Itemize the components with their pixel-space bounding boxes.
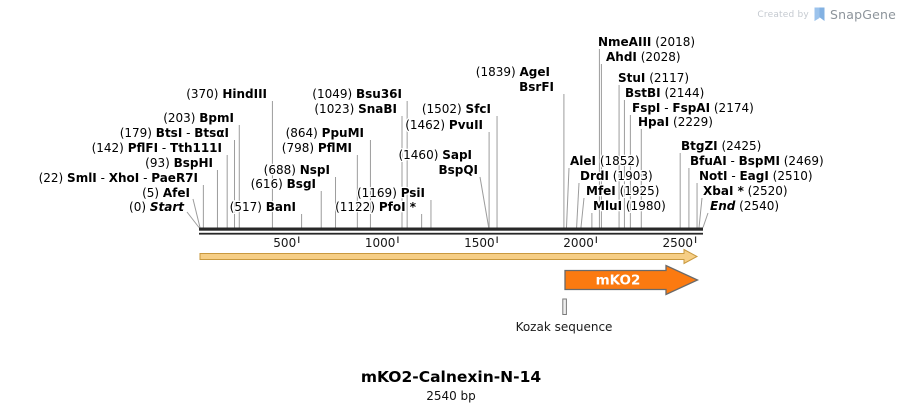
ruler-tick-label: 2000 [563,236,594,250]
backbone-arrow [199,248,699,265]
enzyme-site-label: AleI (1852) [570,154,640,168]
enzyme-site-label: (1169) PsiI [357,186,425,200]
site-connector-line [576,182,580,228]
enzyme-site-label: (688) NspI [264,163,330,177]
enzyme-site-label: (798) PflMI [282,141,352,155]
enzyme-site-label: NotI - EagI (2510) [699,169,813,183]
ruler-tick-label: 1000 [365,236,396,250]
site-connector-line [479,176,490,228]
site-connector-line [186,211,200,228]
kozak-sequence-label: Kozak sequence [515,320,613,334]
enzyme-site-label: (1122) PfoI * [335,200,417,214]
enzyme-site-label: (1460) SapI [398,148,472,162]
enzyme-site-label: MluI (1980) [593,199,666,213]
site-connector-line [192,198,201,228]
sequence-bar [199,227,703,231]
enzyme-site-label: (5) AfeI [142,186,190,200]
enzyme-site-label: (864) PpuMI [286,126,364,140]
enzyme-site-label: StuI (2117) [618,71,689,85]
enzyme-site-label: End (2540) [710,199,779,213]
enzyme-site-label: (370) HindIII [186,87,267,101]
site-connector-line [565,167,570,228]
enzyme-site-label: BsrFI [519,80,554,94]
enzyme-site-label: HpaI (2229) [638,115,713,129]
title-block: mKO2-Calnexin-N-14 2540 bp [0,368,902,403]
enzyme-site-label: (1049) Bsu36I [312,87,402,101]
enzyme-site-label: (203) BpmI [163,111,234,125]
enzyme-site-label: FspI - FspAI (2174) [632,101,754,115]
enzyme-site-label: (1839) AgeI [476,65,550,79]
snapgene-brand-text: SnapGene [829,7,896,22]
mko2-feature-label: mKO2 [596,273,641,289]
created-by-text: Created by [757,9,809,20]
enzyme-site-label: BstBI (2144) [625,86,704,100]
enzyme-site-label: BspQI [438,163,478,177]
enzyme-site-label: (93) BspHI [145,156,213,170]
enzyme-site-label: DrdI (1903) [580,169,653,183]
ruler-tick-label: 500 [273,236,296,250]
enzyme-site-label: AhdI (2028) [606,50,681,64]
construct-length: 2540 bp [426,389,476,403]
ruler-tick-label: 2500 [663,236,694,250]
enzyme-site-label: (1462) PvuII [405,118,483,132]
kozak-feature-marker [562,298,567,315]
enzyme-site-label: (179) BtsI - BtsαI [120,126,229,140]
enzyme-site-label: NmeAIII (2018) [598,35,695,49]
enzyme-site-label: (0) Start [129,200,185,214]
site-connector-line [698,197,703,228]
site-connector-line [702,212,709,228]
enzyme-site-label: (142) PflFI - Tth111I [92,141,222,155]
enzyme-site-label: (1502) SfcI [422,102,491,116]
site-connector-line [580,197,585,228]
enzyme-site-label: BtgZI (2425) [681,139,761,153]
enzyme-site-label: (22) SmlI - XhoI - PaeR7I [39,171,198,185]
enzyme-site-label: (517) BanI [230,200,296,214]
construct-title: mKO2-Calnexin-N-14 [360,368,542,386]
mko2-feature-arrow [564,264,700,296]
enzyme-site-label: (616) BsgI [251,177,316,191]
ruler-tick-label: 1500 [464,236,495,250]
snapgene-watermark: Created by SnapGene [757,7,896,22]
snapgene-logo-icon [814,7,825,22]
sequence-bar-lower [199,232,703,235]
enzyme-site-label: XbaI * (2520) [703,184,788,198]
enzyme-site-label: (1023) SnaBI [314,102,397,116]
enzyme-site-label: MfeI (1925) [586,184,659,198]
enzyme-site-label: BfuAI - BspMI (2469) [690,154,824,168]
